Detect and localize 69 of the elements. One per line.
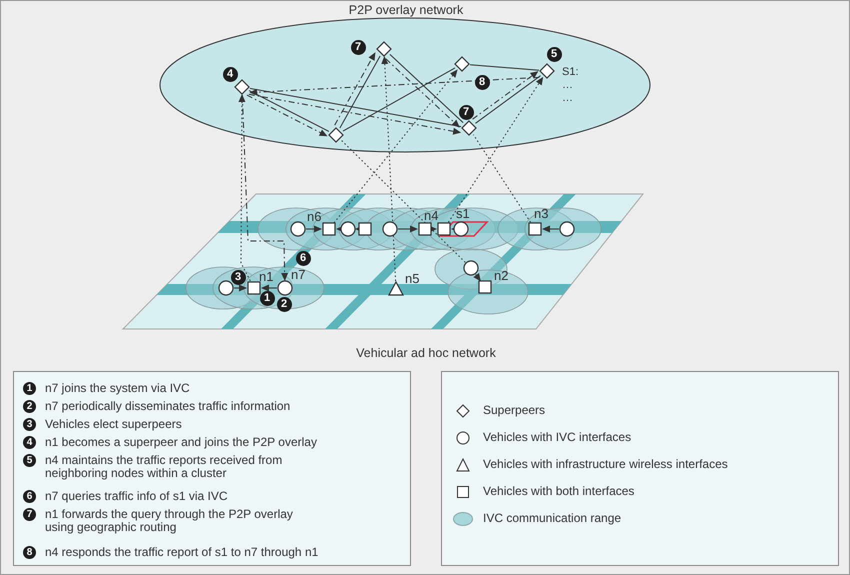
arrow — [306, 226, 322, 232]
superpeer-diamond — [328, 127, 344, 143]
arrow — [334, 52, 376, 126]
superpeer-diamond — [376, 41, 392, 57]
connector-line — [339, 56, 381, 128]
arrow — [238, 94, 251, 282]
document-text: … — [562, 79, 573, 91]
vehicle-square — [321, 221, 337, 237]
arrow — [234, 284, 247, 292]
vehicle-label: n6 — [307, 209, 322, 224]
step-text: Vehicles elect superpeers — [45, 418, 182, 431]
section-heading: Vehicular ad hoc network — [355, 346, 497, 360]
vehicle-square — [477, 279, 493, 295]
vehicle-square — [527, 221, 543, 237]
step-text: n1 becomes a superpeer and joins the P2P overlay — [45, 436, 317, 449]
step-text: n7 periodically disseminates traffic information — [45, 400, 290, 413]
vehicle-circle — [340, 221, 356, 237]
arrow — [398, 226, 418, 232]
superpeer-diamond — [454, 56, 470, 72]
arrow — [242, 94, 288, 281]
arrow — [429, 226, 437, 232]
vehicle-square — [357, 221, 373, 237]
vehicle-square — [246, 280, 262, 296]
step-text: n4 maintains the traffic reports received from neighboring nodes within a cluster — [45, 454, 284, 480]
vehicle-label: n4 — [424, 208, 438, 223]
vehicle-square — [436, 221, 452, 237]
vehicle-label: s1 — [456, 206, 470, 221]
connector-line — [472, 134, 532, 223]
legend-text: Vehicles with infrastructure wireless interfaces — [483, 457, 728, 471]
vehicle-square — [417, 221, 433, 237]
step-text: n7 queries traffic info of s1 via IVC — [45, 490, 228, 503]
vehicle-circle — [382, 221, 398, 237]
document-text: … — [562, 92, 573, 104]
legend-text: Vehicles with both interfaces — [483, 484, 634, 498]
step-text: n1 forwards the query through the P2P overlay using geographic routing — [45, 508, 294, 534]
arrow — [334, 69, 458, 224]
connector-line — [470, 64, 540, 71]
document-text: S1: — [562, 66, 579, 78]
arrow — [261, 284, 278, 292]
vehicle-label: n3 — [534, 206, 548, 221]
vehicle-label: n7 — [291, 267, 306, 282]
arrow — [448, 76, 544, 223]
superpeer-diamond — [539, 63, 555, 79]
step-text: n7 joins the system via IVC — [45, 382, 190, 395]
connector-line — [341, 140, 466, 263]
connector-line — [249, 88, 462, 128]
superpeer-diamond — [234, 79, 250, 95]
connector-line — [342, 67, 456, 132]
arrow — [249, 76, 540, 96]
arrow — [473, 272, 481, 282]
vehicle-circle — [277, 280, 293, 296]
legend-text: IVC communication range — [483, 511, 622, 525]
step-text: n4 responds the traffic report of s1 to n7 through n1 — [45, 546, 318, 559]
vehicle-label: n1 — [259, 269, 274, 284]
superpeer-diamond — [461, 120, 477, 136]
vehicle-label: n2 — [494, 268, 508, 283]
arrow — [381, 56, 396, 282]
vehicle-circle — [463, 260, 479, 276]
vehicle-circle — [218, 280, 234, 296]
legend-text: Vehicles with IVC interfaces — [483, 430, 632, 444]
arrow — [248, 94, 462, 135]
vehicle-circle — [453, 221, 469, 237]
vehicle-circle — [559, 221, 575, 237]
section-heading: P2P overlay network — [348, 3, 464, 17]
arrow — [542, 226, 560, 232]
vehicle-label: n5 — [405, 271, 420, 286]
legend-text: Superpeers — [483, 403, 546, 417]
vehicle-circle — [290, 221, 306, 237]
vehicle-triangle — [388, 281, 404, 297]
